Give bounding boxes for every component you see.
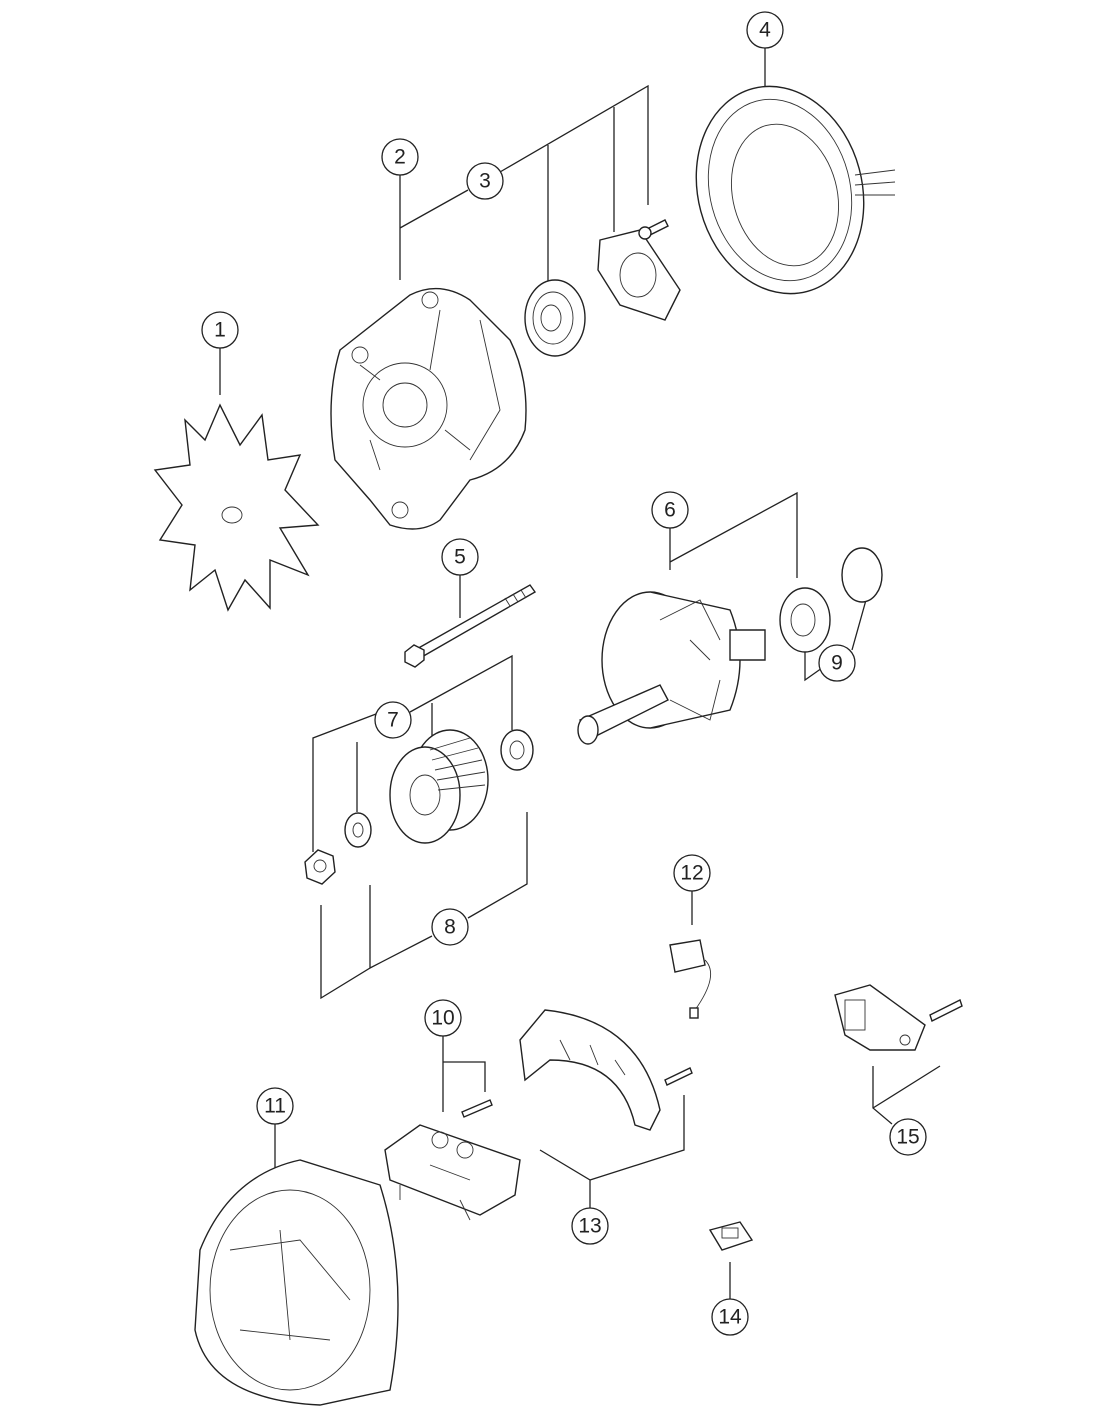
- callout-15: 15: [889, 1118, 927, 1156]
- end-cover-part: [194, 1159, 399, 1406]
- svg-text:1: 1: [214, 319, 226, 342]
- svg-text:7: 7: [387, 709, 399, 732]
- callout-6: 6: [651, 491, 689, 529]
- callout-11: 11: [256, 1087, 294, 1125]
- svg-text:13: 13: [578, 1215, 601, 1238]
- callout-3: 3: [466, 162, 504, 200]
- svg-text:3: 3: [479, 170, 491, 193]
- svg-text:4: 4: [759, 19, 771, 42]
- drive-end-housing-part: [330, 287, 527, 530]
- callout-2: 2: [381, 138, 419, 176]
- callout-1: 1: [201, 311, 239, 349]
- through-bolt-part: [404, 584, 537, 668]
- plug-part: [708, 1221, 754, 1251]
- fan-part: [153, 403, 320, 612]
- callout-8: 8: [431, 908, 469, 946]
- svg-text:9: 9: [831, 652, 843, 675]
- svg-text:12: 12: [680, 862, 703, 885]
- callout-10: 10: [424, 999, 462, 1037]
- callout-4: 4: [746, 11, 784, 49]
- bearing-plate-screw-part: [524, 219, 681, 357]
- capacitor-part: [669, 939, 712, 1019]
- callout-7: 7: [374, 701, 412, 739]
- callout-5: 5: [441, 538, 479, 576]
- svg-text:10: 10: [431, 1007, 454, 1030]
- svg-text:14: 14: [718, 1306, 742, 1329]
- svg-text:8: 8: [444, 916, 456, 939]
- callout-13: 13: [571, 1207, 609, 1245]
- brush-holder-part: [384, 1099, 521, 1221]
- svg-text:2: 2: [394, 146, 406, 169]
- svg-text:11: 11: [264, 1095, 286, 1118]
- stator-part: [695, 85, 896, 295]
- pulley-part: [304, 729, 534, 885]
- svg-text:5: 5: [454, 546, 466, 569]
- rotor-part: [577, 547, 883, 745]
- svg-text:6: 6: [664, 499, 676, 522]
- svg-text:15: 15: [896, 1126, 919, 1149]
- leader-lines: [219, 48, 941, 1299]
- rectifier-part: [519, 1009, 693, 1131]
- callout-14: 14: [711, 1298, 749, 1336]
- callout-9: 9: [818, 644, 856, 682]
- voltage-regulator-part: [834, 984, 963, 1051]
- callout-12: 12: [673, 854, 711, 892]
